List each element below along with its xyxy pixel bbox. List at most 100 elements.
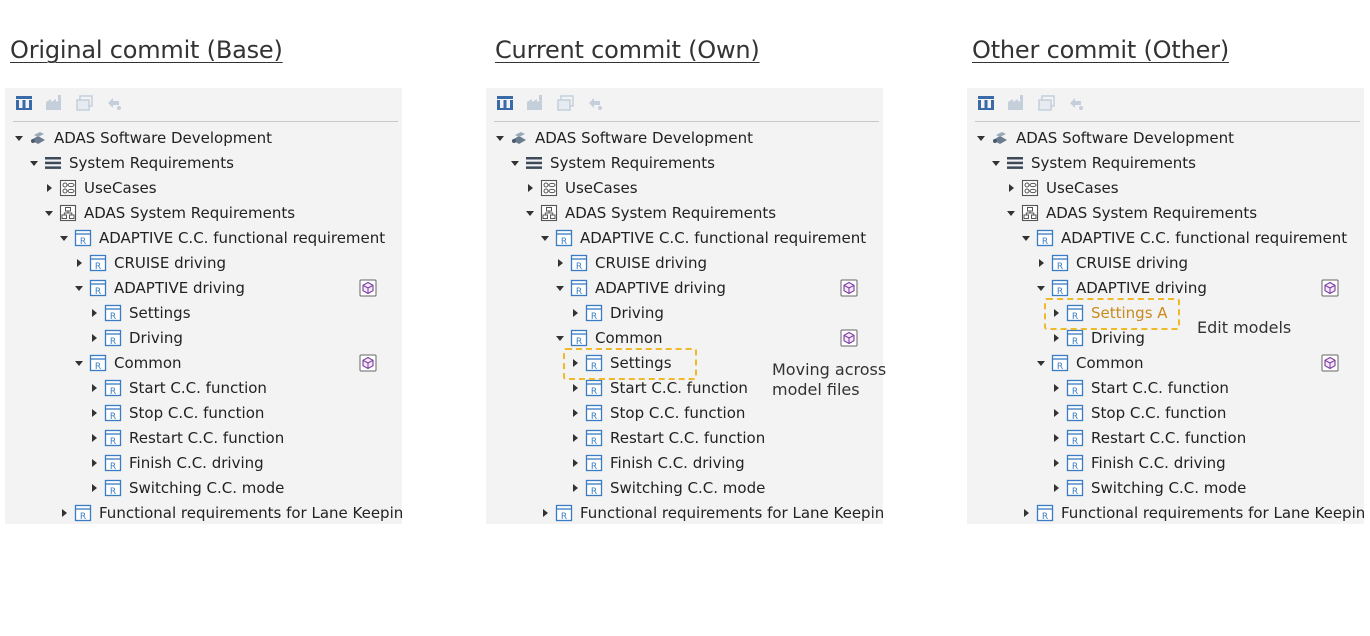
tree-node[interactable]: ADAS System Requirements [523, 201, 883, 225]
expand-arrow-icon[interactable] [553, 281, 567, 295]
tree-node[interactable]: UseCases [523, 176, 883, 200]
expand-arrow-icon[interactable] [538, 231, 552, 245]
factory-icon[interactable] [1005, 93, 1027, 113]
collapse-arrow-icon[interactable] [1049, 331, 1063, 345]
expand-arrow-icon[interactable] [57, 231, 71, 245]
stack-icon[interactable] [1035, 93, 1057, 113]
collapse-arrow-icon[interactable] [87, 381, 101, 395]
collapse-arrow-icon[interactable] [523, 181, 537, 195]
collapse-arrow-icon[interactable] [568, 456, 582, 470]
tree-layout-icon[interactable] [13, 93, 35, 113]
factory-icon[interactable] [43, 93, 65, 113]
collapse-arrow-icon[interactable] [1049, 306, 1063, 320]
expand-arrow-icon[interactable] [72, 356, 86, 370]
collapse-arrow-icon[interactable] [568, 381, 582, 395]
collapse-arrow-icon[interactable] [87, 331, 101, 345]
tree-node[interactable]: ADAS Software Development [12, 126, 402, 150]
collapse-arrow-icon[interactable] [42, 181, 56, 195]
expand-arrow-icon[interactable] [493, 131, 507, 145]
collapse-arrow-icon[interactable] [87, 406, 101, 420]
tree-node[interactable]: ADAS System Requirements [42, 201, 402, 225]
collapse-arrow-icon[interactable] [87, 306, 101, 320]
collapse-arrow-icon[interactable] [568, 406, 582, 420]
expand-arrow-icon[interactable] [42, 206, 56, 220]
expand-arrow-icon[interactable] [523, 206, 537, 220]
expand-arrow-icon[interactable] [72, 281, 86, 295]
sync-arrows-icon[interactable] [103, 93, 125, 113]
expand-arrow-icon[interactable] [974, 131, 988, 145]
expand-arrow-icon[interactable] [1034, 356, 1048, 370]
expand-arrow-icon[interactable] [12, 131, 26, 145]
sync-arrows-icon[interactable] [1065, 93, 1087, 113]
collapse-arrow-icon[interactable] [1049, 431, 1063, 445]
tree-node[interactable]: System Requirements [989, 151, 1364, 175]
collapse-arrow-icon[interactable] [87, 431, 101, 445]
tree-node[interactable]: ADAS Software Development [493, 126, 883, 150]
expand-arrow-icon[interactable] [27, 156, 41, 170]
stack-icon[interactable] [554, 93, 576, 113]
collapse-arrow-icon[interactable] [1019, 506, 1033, 520]
expand-arrow-icon[interactable] [508, 156, 522, 170]
collapse-arrow-icon[interactable] [57, 506, 71, 520]
tree-node[interactable]: UseCases [42, 176, 402, 200]
tree-layout-icon[interactable] [494, 93, 516, 113]
factory-icon[interactable] [524, 93, 546, 113]
expand-arrow-icon[interactable] [1019, 231, 1033, 245]
collapse-arrow-icon[interactable] [568, 431, 582, 445]
expand-arrow-icon[interactable] [553, 331, 567, 345]
stack-icon[interactable] [73, 93, 95, 113]
collapse-arrow-icon[interactable] [1034, 256, 1048, 270]
collapse-arrow-icon[interactable] [72, 256, 86, 270]
collapse-arrow-icon[interactable] [87, 481, 101, 495]
collapse-arrow-icon[interactable] [1049, 381, 1063, 395]
tree-layout-icon[interactable] [975, 93, 997, 113]
collapse-arrow-icon[interactable] [568, 356, 582, 370]
tree-node[interactable]: ADAS Software Development [974, 126, 1364, 150]
expand-arrow-icon[interactable] [989, 156, 1003, 170]
collapse-arrow-icon[interactable] [538, 506, 552, 520]
collapse-arrow-icon[interactable] [568, 481, 582, 495]
collapse-arrow-icon[interactable] [1049, 406, 1063, 420]
collapse-arrow-icon[interactable] [1049, 456, 1063, 470]
sync-arrows-icon[interactable] [584, 93, 606, 113]
collapse-arrow-icon[interactable] [1049, 481, 1063, 495]
tree-node[interactable]: System Requirements [508, 151, 883, 175]
expand-arrow-icon[interactable] [1034, 281, 1048, 295]
tree-node[interactable]: System Requirements [27, 151, 402, 175]
tree-node[interactable]: UseCases [1004, 176, 1364, 200]
